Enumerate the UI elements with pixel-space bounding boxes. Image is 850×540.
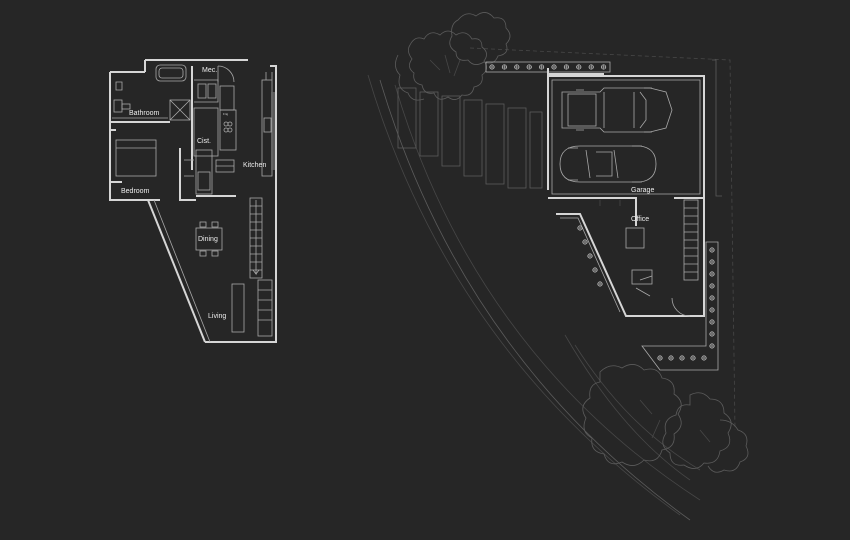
room-label-garage: Garage (631, 187, 654, 194)
sedan-car (559, 145, 657, 183)
light-fixture (587, 253, 593, 259)
light-fixture (657, 355, 663, 361)
living-sofa (231, 279, 273, 337)
light-fixture (601, 64, 607, 70)
light-fixture (701, 355, 707, 361)
room-label-cistern: Cist. (197, 138, 211, 145)
light-fixture (709, 319, 715, 325)
room-label-dining: Dining (198, 236, 218, 243)
tree-outlines-bottom (582, 364, 749, 473)
dining-table (195, 221, 223, 257)
upper-floor-plan (485, 59, 722, 371)
planter-l-shape (641, 241, 719, 371)
light-fixture (514, 64, 520, 70)
light-fixture (709, 259, 715, 265)
fixture-label-refrigerator: Frig (223, 112, 228, 116)
light-fixture (709, 307, 715, 313)
light-fixture (551, 64, 557, 70)
light-fixture (539, 64, 545, 70)
light-fixture (582, 239, 588, 245)
light-fixture (577, 225, 583, 231)
light-fixture (679, 355, 685, 361)
light-fixture (563, 64, 569, 70)
room-labels-lower: Mec. Bathroom Cist. Kitchen Bedroom Dini… (121, 67, 266, 320)
light-fixture (592, 267, 598, 273)
room-label-mechanical: Mec. (202, 67, 217, 74)
light-fixture (709, 283, 715, 289)
room-label-office: Office (631, 216, 649, 223)
parking-stalls (397, 87, 543, 189)
light-fixture (526, 64, 532, 70)
tree-outlines-top (395, 12, 511, 101)
stairs-upper (683, 199, 699, 281)
light-fixture (668, 355, 674, 361)
light-fixture (709, 331, 715, 337)
light-fixture (709, 295, 715, 301)
light-fixture (709, 343, 715, 349)
stairs-lower (249, 197, 263, 279)
planter-lights (489, 64, 715, 361)
light-fixture (501, 64, 507, 70)
room-label-living: Living (208, 313, 226, 320)
light-fixture (597, 281, 603, 287)
site-landscape (367, 12, 749, 521)
light-fixture (489, 64, 495, 70)
light-fixture (588, 64, 594, 70)
room-label-bedroom: Bedroom (121, 188, 150, 195)
light-fixture (709, 271, 715, 277)
room-label-kitchen: Kitchen (243, 162, 266, 169)
lower-floor-plan (109, 59, 277, 343)
light-fixture (709, 247, 715, 253)
pickup-truck (561, 87, 673, 133)
light-fixture (576, 64, 582, 70)
room-label-bathroom: Bathroom (129, 110, 160, 117)
light-fixture (690, 355, 696, 361)
room-labels-upper: Garage Office (631, 187, 654, 223)
